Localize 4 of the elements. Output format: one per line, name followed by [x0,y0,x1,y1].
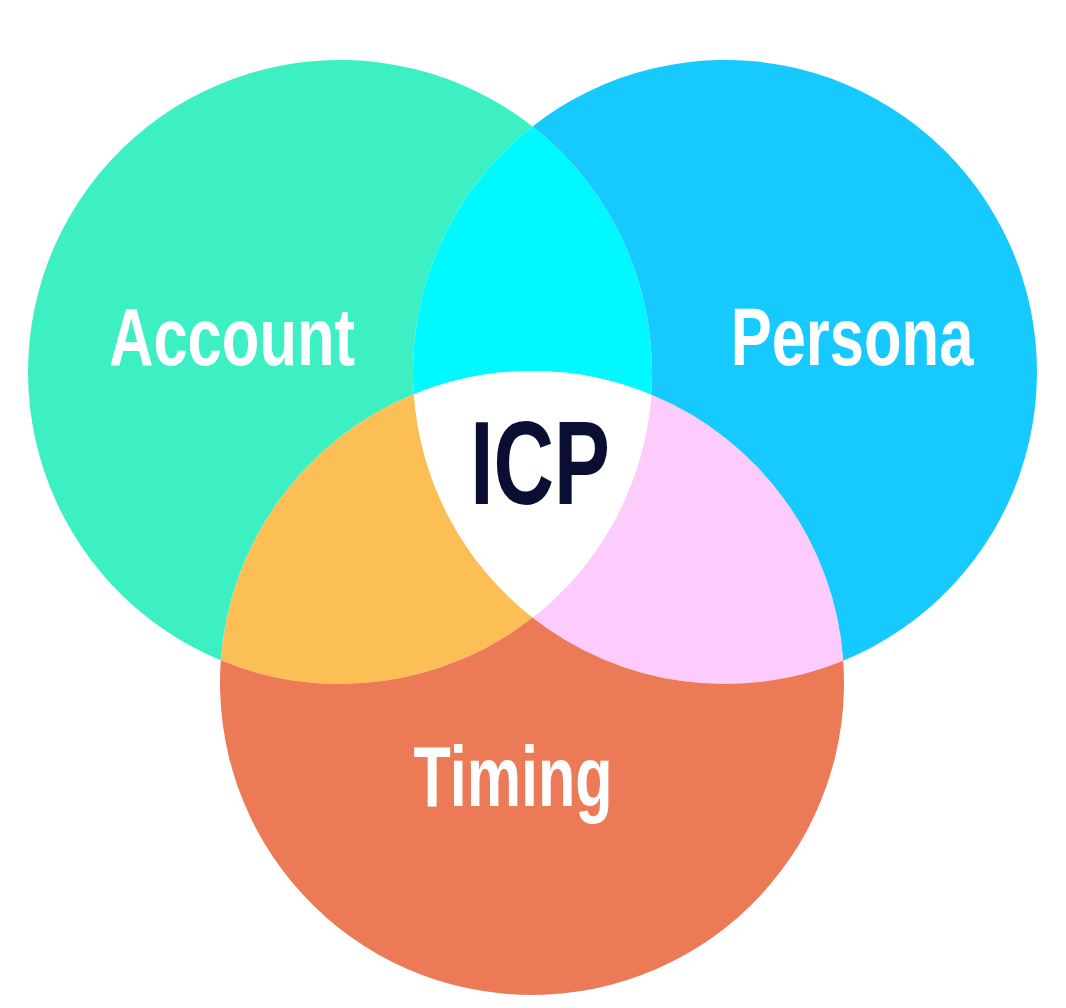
circle-label: Timing [413,727,613,827]
center-label: ICP [470,396,610,532]
circle-label: Persona [730,289,974,384]
circle-label: Account [109,289,355,384]
